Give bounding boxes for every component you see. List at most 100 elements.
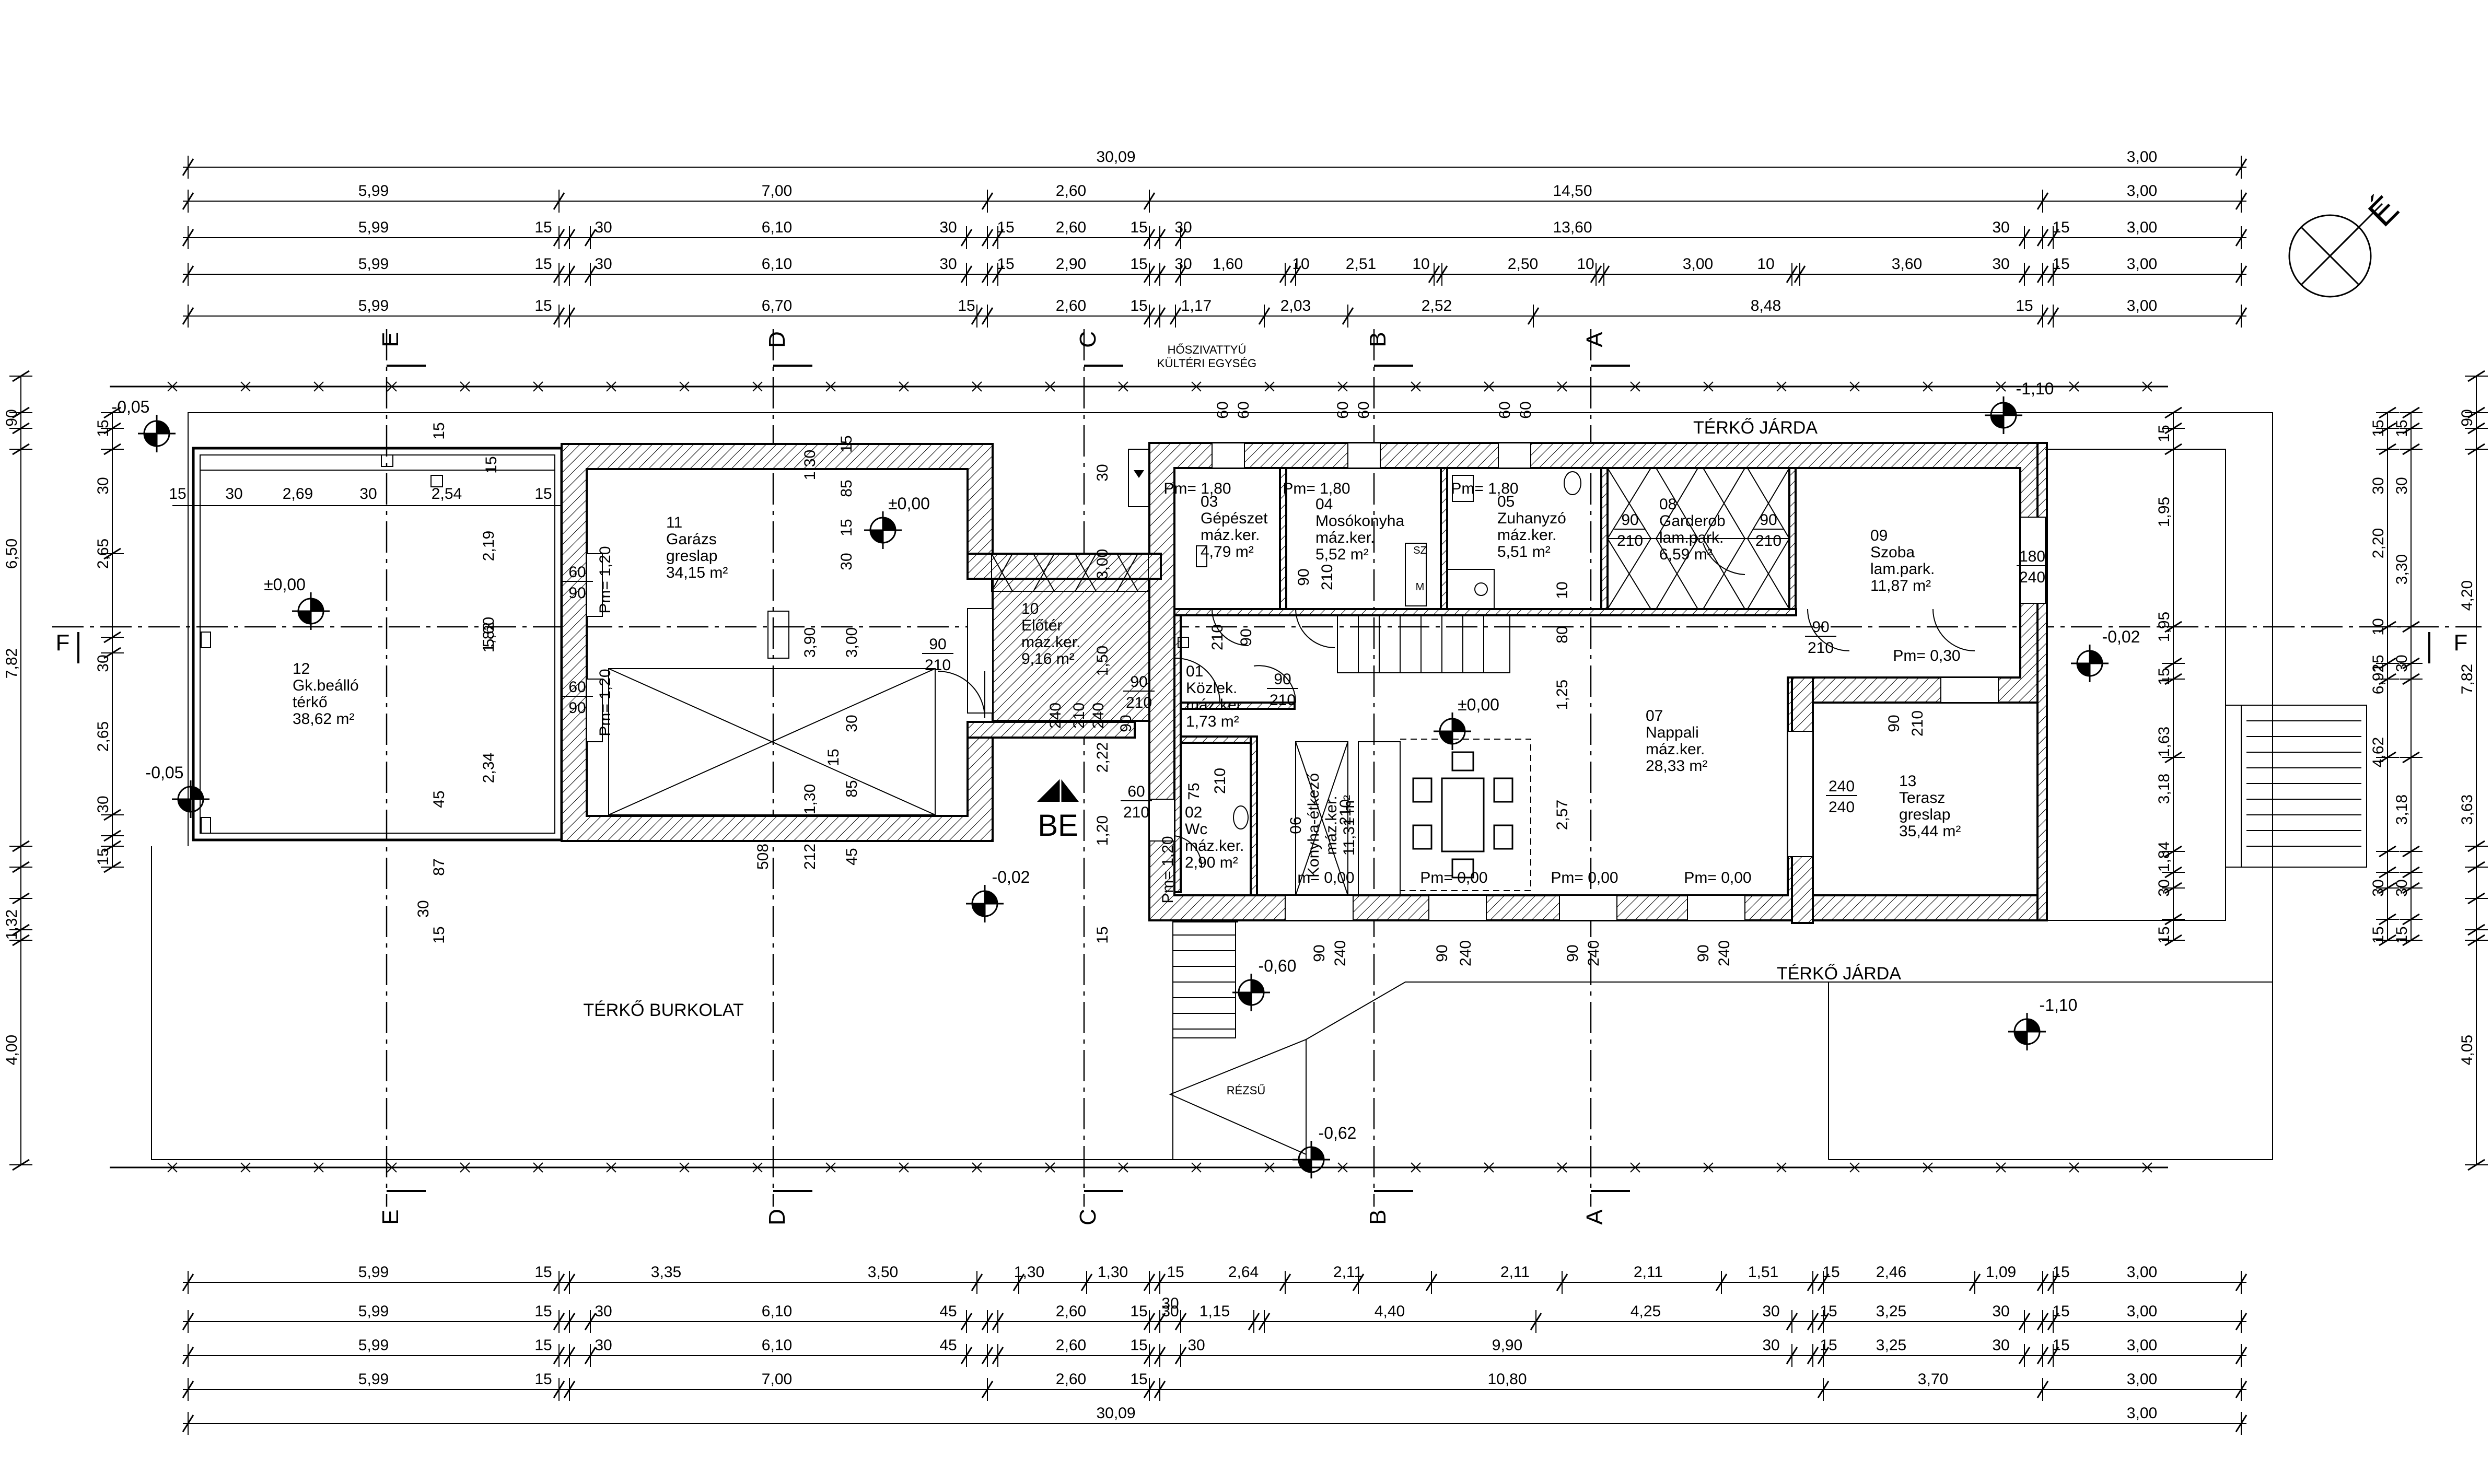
room-label-line: térkő — [293, 694, 328, 711]
rezsu-label: RÉZSŰ — [1227, 1084, 1266, 1097]
fence-post — [1630, 381, 1640, 392]
dimension-value: 15 — [838, 435, 855, 452]
axis-label-c: C — [1075, 1209, 1101, 1225]
room-label-line: 12 — [293, 660, 310, 677]
north-arrow: É — [2288, 188, 2406, 298]
dimension-value: 240 — [1585, 940, 1602, 966]
fence-post — [533, 1162, 543, 1173]
opening-width: 90 — [1621, 511, 1638, 529]
dimension-value: 90 — [1295, 568, 1312, 586]
fence-post — [313, 1162, 324, 1173]
room-label-line: 9,16 m² — [1021, 650, 1075, 668]
fence-post — [1557, 1162, 1567, 1173]
room-label-line: 34,15 m² — [666, 564, 728, 581]
room-label-line: máz.ker. — [1323, 796, 1340, 855]
parapet-height-label: Pm= 1,20 — [597, 669, 614, 736]
fence-post — [825, 1162, 836, 1173]
dimension-value: 13,60 — [1553, 219, 1592, 236]
room-label-line: 06 — [1287, 816, 1305, 834]
heat-pump-label-1: HŐSZIVATTYÚ — [1168, 343, 1247, 356]
fence-post — [1191, 1162, 1202, 1173]
dimension-value: 2,34 — [480, 753, 497, 783]
dimension-value: 15 — [1822, 1264, 1839, 1281]
dimension-value: 87 — [430, 858, 448, 875]
dimension-value: 30 — [595, 1337, 612, 1354]
dimension-value: 210 — [1319, 564, 1336, 590]
fence-post — [1703, 1162, 1714, 1173]
opening-height: 210 — [925, 657, 951, 674]
dimension-value: 15 — [534, 1303, 552, 1320]
dimension-value: 15 — [1130, 1337, 1147, 1354]
dimension-value: 1,60 — [1213, 255, 1243, 273]
dimension-value: 15 — [2052, 1264, 2069, 1281]
fence-post — [825, 381, 836, 392]
terko-burkolat: TÉRKŐ BURKOLAT — [583, 1000, 743, 1020]
room-label-line: 04 — [1315, 496, 1333, 513]
axis-label-c: C — [1075, 331, 1101, 348]
dimension-value: 2,11 — [1634, 1264, 1663, 1281]
room-label-line: 2,90 m² — [1185, 854, 1238, 871]
fence-post — [1923, 381, 1933, 392]
dimension-value: 30 — [1992, 219, 2009, 236]
dimension-value: 15 — [430, 926, 448, 943]
fence-post — [1703, 381, 1714, 392]
opening-height: 90 — [568, 585, 586, 602]
level-value: -0,05 — [112, 398, 150, 416]
level-value: -0,60 — [1259, 956, 1297, 975]
dimension-value: 15 — [1130, 297, 1147, 314]
fence-post — [460, 381, 470, 392]
axis-label-e: E — [378, 1209, 403, 1224]
level-value: -0,62 — [1319, 1124, 1357, 1142]
dimension-value: 15 — [483, 456, 500, 473]
dimension-value: 2,46 — [1876, 1264, 1906, 1281]
dimension-value: 240 — [1090, 703, 1107, 729]
dimension-value: 30 — [939, 219, 957, 236]
room-label-line: 01 — [1186, 663, 1203, 680]
dimension-value: 30 — [1992, 255, 2009, 273]
room-label-line: 1,73 m² — [1186, 713, 1239, 730]
dimension-value: 2,64 — [1228, 1264, 1259, 1281]
level-value: ±0,00 — [888, 494, 930, 513]
room-label-line: 35,44 m² — [1899, 823, 1961, 840]
opening-height: 210 — [1126, 694, 1152, 711]
room-label-line: Előtér — [1021, 617, 1062, 634]
dimension-value: 15 — [534, 1337, 552, 1354]
dimension-value: 2,65 — [95, 721, 112, 752]
room-label-line: 28,33 m² — [1646, 757, 1707, 775]
dimension-value: 1,25 — [1554, 680, 1571, 710]
dimension-value: 3,63 — [2459, 794, 2476, 825]
dimension-value: 30,09 — [1096, 148, 1135, 166]
dimension-value: 2,60 — [1056, 182, 1086, 200]
dimension-value: 60 — [1496, 401, 1513, 418]
opening-width: 90 — [1274, 671, 1291, 688]
dimension-value: 60 — [1214, 401, 1231, 418]
dimension-value: 2,22 — [1094, 742, 1111, 773]
fence-post — [679, 1162, 690, 1173]
dimension-value: 2,52 — [1422, 297, 1452, 314]
fence-post — [240, 381, 251, 392]
dimension-value: 1,95 — [2156, 497, 2173, 527]
dimension-value: 5,99 — [358, 182, 389, 200]
fence-post — [1776, 1162, 1787, 1173]
dimension-value: 30 — [359, 485, 377, 503]
dimension-value: 1,50 — [1094, 646, 1111, 676]
room-label-line: máz.ker. — [1646, 741, 1705, 758]
dimension-value: 1,17 — [1181, 297, 1212, 314]
dimension-value: 85 — [843, 780, 860, 797]
room-label-line: máz.ker. — [1315, 529, 1375, 546]
level-value: -0,02 — [992, 868, 1030, 886]
dimension-value: 15 — [1820, 1303, 1837, 1320]
fence-post — [2069, 1162, 2079, 1173]
room-label-line: 08 — [1659, 496, 1676, 513]
room-label-line: Mosókonyha — [1315, 512, 1404, 530]
fence-post — [606, 1162, 616, 1173]
dimension-value: 15 — [534, 297, 552, 314]
walls — [192, 442, 2048, 924]
axis-label-a: A — [1582, 332, 1608, 347]
room-label-line: Wc — [1185, 821, 1207, 838]
fence-post — [972, 381, 982, 392]
level-value: -1,10 — [2040, 996, 2078, 1014]
fence-post — [1484, 1162, 1494, 1173]
dimension-value: 30 — [595, 219, 612, 236]
